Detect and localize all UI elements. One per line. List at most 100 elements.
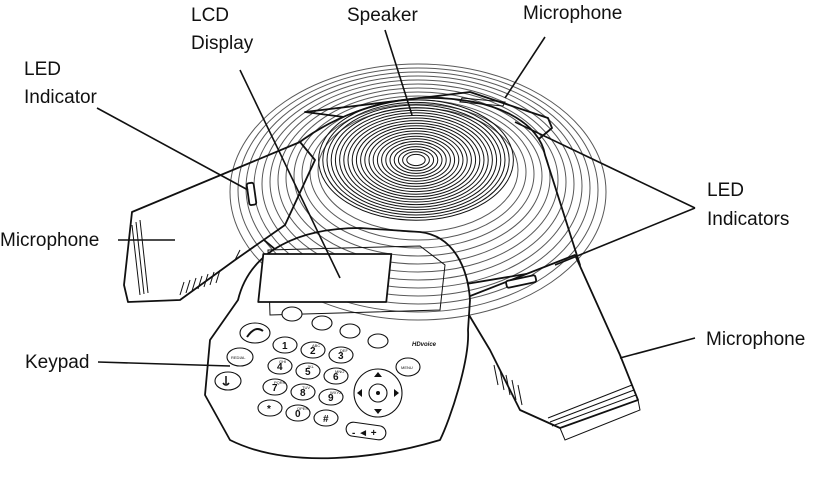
- dome-ring: [269, 83, 567, 281]
- soft-key-3[interactable]: [339, 323, 361, 339]
- keypad-key-digit: 8: [300, 388, 306, 399]
- dome-ring: [309, 103, 527, 241]
- dome-ring: [301, 99, 535, 249]
- dome-ring: [237, 67, 599, 313]
- label-led-indicator-line1: LED: [24, 59, 61, 80]
- keypad-key-letters: JKL: [307, 364, 315, 369]
- speaker-ring: [393, 146, 439, 174]
- keypad-key[interactable]: [257, 399, 283, 417]
- keypad-key[interactable]: [272, 336, 298, 354]
- keypad-key-digit: 1: [282, 341, 288, 352]
- nav-right-arrow-icon: [394, 389, 399, 397]
- leader-led-indicator: [96, 107, 249, 191]
- right-microphone-arm: [459, 254, 639, 429]
- keypad-key-digit: 2: [310, 346, 316, 357]
- nav-select-dot: [376, 391, 380, 395]
- keypad-key[interactable]: [262, 378, 288, 396]
- keypad-key[interactable]: [318, 388, 344, 406]
- label-lcd-display-line2: Display: [191, 33, 254, 54]
- nav-up-arrow-icon: [374, 372, 382, 377]
- soft-key-1[interactable]: [281, 306, 303, 322]
- speaker-ring: [406, 153, 426, 167]
- keypad-key-letters: OPER: [297, 406, 308, 411]
- speaker-ring: [376, 135, 456, 185]
- label-led-indicator-line2: Indicator: [24, 87, 97, 108]
- redial-label: REDIAL: [231, 355, 246, 360]
- label-speaker: Speaker: [347, 5, 418, 26]
- volume-rocker[interactable]: [345, 421, 387, 441]
- dome-ring: [317, 107, 519, 233]
- speaker-ring: [322, 101, 510, 219]
- left-microphone-grille: [131, 219, 149, 296]
- keypad-key-letters: PQRS: [274, 380, 286, 385]
- label-microphone-top: Microphone: [523, 3, 623, 24]
- speaker-ring: [339, 112, 493, 208]
- keypad-key[interactable]: [328, 346, 354, 364]
- keypad-key[interactable]: [267, 357, 293, 375]
- speaker-ring: [389, 143, 443, 177]
- dome-ring: [245, 71, 591, 305]
- label-keypad: Keypad: [25, 352, 90, 373]
- speaker-ring: [343, 114, 489, 206]
- leader-microphone-top: [504, 36, 546, 99]
- speaker-ring: [355, 122, 477, 198]
- handset-icon: [246, 328, 264, 338]
- redial-button[interactable]: [226, 347, 254, 367]
- label-microphone-right: Microphone: [706, 329, 806, 350]
- label-led-indicators-line1: LED: [707, 180, 744, 201]
- keypad-key-letters: ABC: [312, 343, 320, 348]
- keypad-key[interactable]: [313, 409, 339, 427]
- keypad-key-digit: #: [323, 414, 329, 425]
- keypad-key-digit: 4: [277, 362, 283, 373]
- menu-button[interactable]: [395, 357, 421, 377]
- keypad-key-letters: DEF: [340, 348, 349, 353]
- led-indicator-left: [245, 181, 258, 206]
- label-lcd-display-line1: LCD: [191, 5, 230, 26]
- keypad-key-digit: *: [267, 404, 271, 415]
- nav-left-arrow-icon: [357, 389, 362, 397]
- label-microphone-left: Microphone: [0, 230, 100, 251]
- keypad-key[interactable]: [300, 341, 326, 359]
- keypad-key[interactable]: [285, 404, 311, 422]
- leader-led-indicators-b: [554, 207, 696, 266]
- keypad-key[interactable]: [290, 383, 316, 401]
- dome-ring: [229, 63, 607, 321]
- keypad-key-letters: WXYZ: [330, 390, 342, 395]
- leader-keypad: [97, 361, 231, 367]
- speaker-ring: [347, 117, 485, 203]
- keypad-key-digit: 7: [272, 383, 278, 394]
- speaker-ring: [334, 109, 498, 211]
- right-arm-vents: [493, 364, 637, 427]
- keypad-key[interactable]: [295, 362, 321, 380]
- keypad-key-letters: GHI: [279, 359, 286, 364]
- dome-rings: [229, 63, 607, 321]
- dome-ring: [293, 95, 543, 257]
- left-arm-vents: [179, 269, 221, 296]
- soft-key-2[interactable]: [311, 315, 333, 331]
- keypad-key-digit: 6: [333, 372, 339, 383]
- dome-ring: [285, 91, 551, 265]
- leader-microphone-right: [619, 337, 696, 359]
- menu-label: MENU: [401, 365, 413, 370]
- call-button[interactable]: [239, 322, 271, 344]
- mute-button[interactable]: [214, 371, 242, 391]
- speaker-ring: [364, 127, 468, 193]
- keypad-key-digit: 0: [295, 409, 301, 420]
- leader-speaker: [384, 29, 413, 116]
- leader-lines: [96, 29, 696, 367]
- leader-led-indicators-a: [514, 121, 696, 209]
- speaker-grille: [318, 99, 514, 221]
- keypad-key[interactable]: [323, 367, 349, 385]
- soft-key-4[interactable]: [367, 333, 389, 349]
- speaker-ring: [372, 133, 460, 187]
- speaker-ring: [360, 125, 472, 195]
- speaker-ring: [351, 120, 481, 200]
- label-led-indicators-line2: Indicators: [707, 209, 790, 230]
- speaker-ring: [326, 104, 506, 216]
- speaker-ring: [402, 151, 430, 169]
- dome-ring: [277, 87, 559, 273]
- lcd-display: [257, 253, 393, 303]
- speaker-ring: [397, 148, 435, 172]
- speaker-ring: [368, 130, 464, 190]
